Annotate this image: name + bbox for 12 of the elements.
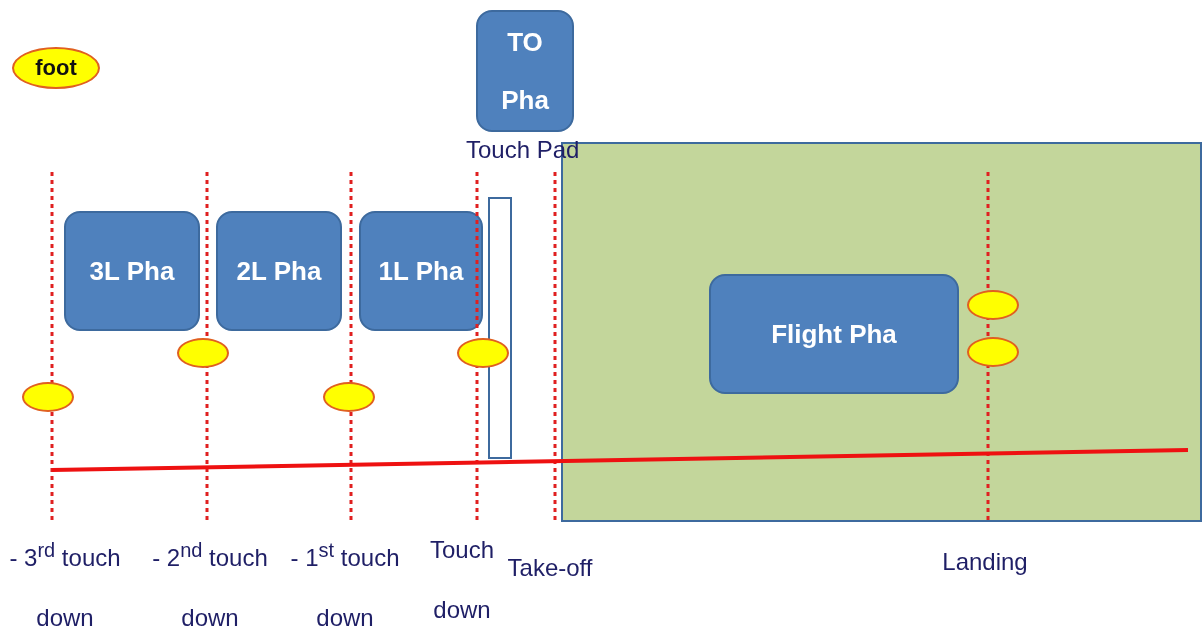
phase-box: TO Pha bbox=[476, 10, 574, 132]
phase-box: Flight Pha bbox=[709, 274, 959, 394]
event-label: Take-off bbox=[506, 553, 594, 583]
phase-box: 2L Pha bbox=[216, 211, 342, 331]
event-label: Landing bbox=[941, 547, 1029, 577]
event-label: Touch down bbox=[428, 535, 495, 625]
phase-box: 1L Pha bbox=[359, 211, 483, 331]
legend-key: foot bbox=[12, 47, 100, 89]
event-label: - 1$^{st}$ touch down bbox=[289, 538, 401, 628]
phase-box: 3L Pha bbox=[64, 211, 200, 331]
event-label: - 2$^{nd}$ touch down bbox=[151, 538, 269, 628]
event-label: - 3$^{rd}$ touch down bbox=[8, 538, 122, 628]
